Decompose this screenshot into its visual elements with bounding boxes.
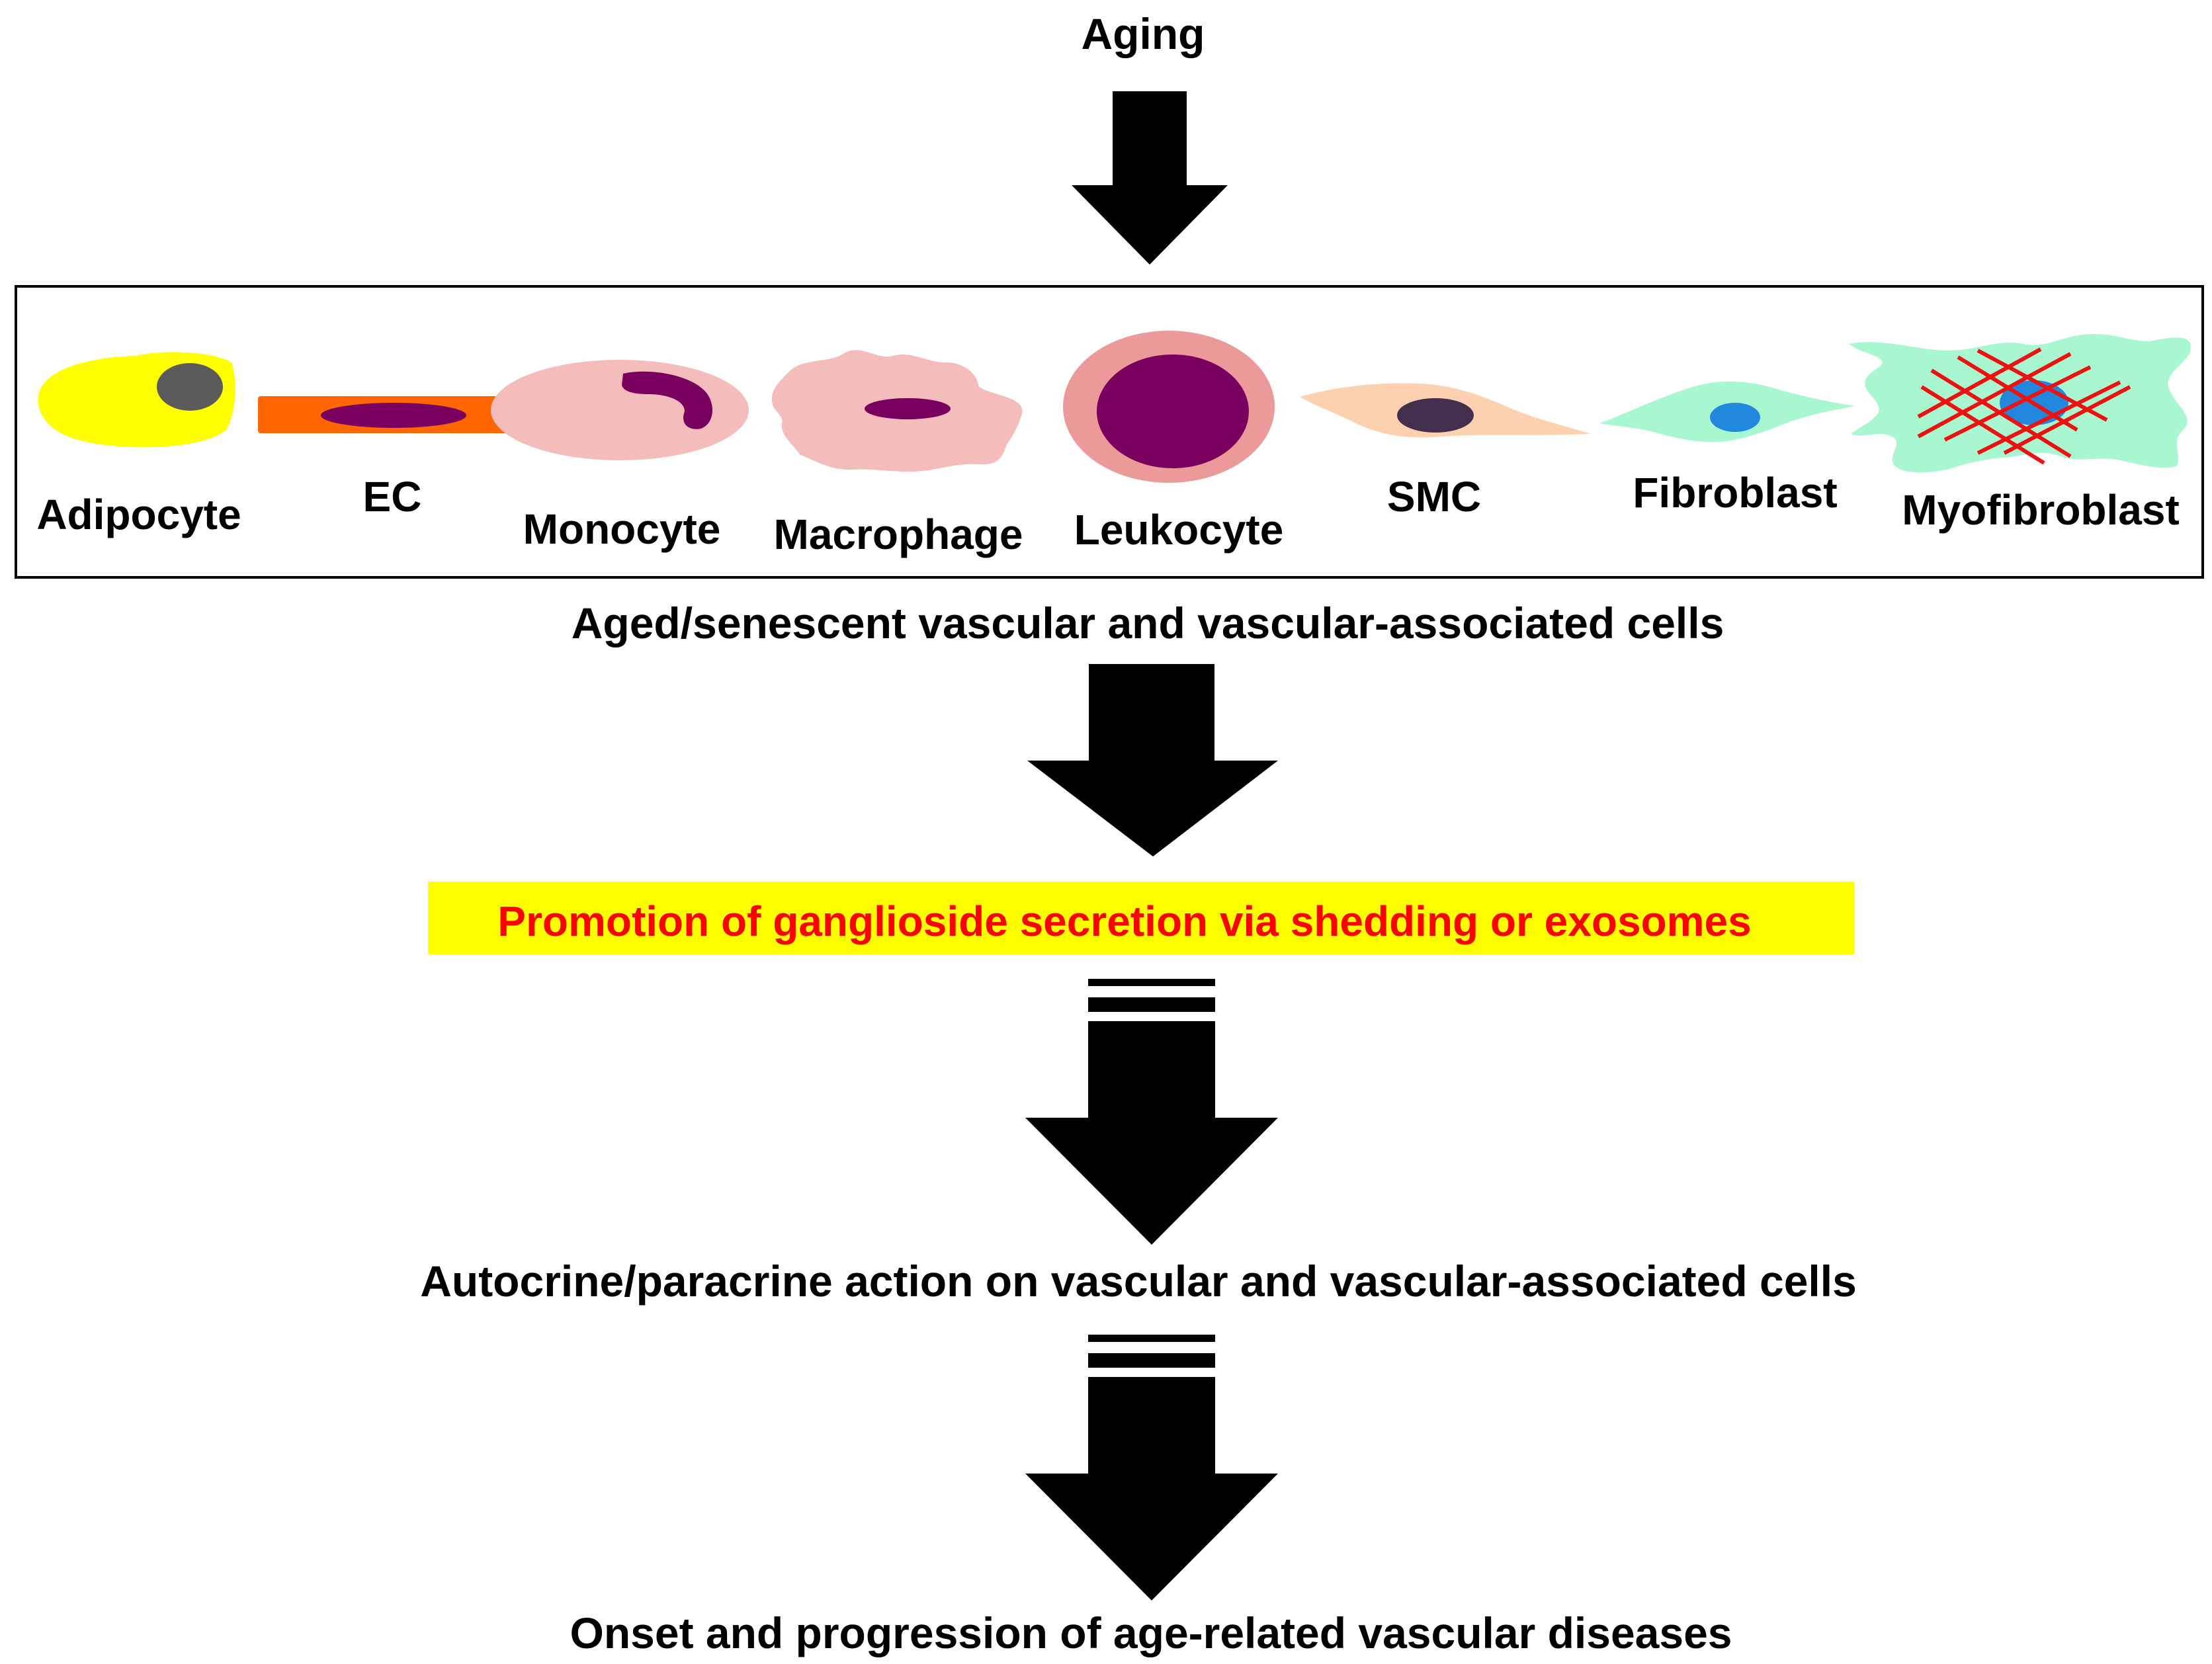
monocyte-cell <box>491 360 749 460</box>
macrophage-nucleus-shape <box>865 398 951 419</box>
monocyte-label: Monocyte <box>523 505 721 553</box>
adipocyte-label: Adipocyte <box>36 491 241 538</box>
monocyte-nucleus-shape <box>622 371 713 429</box>
myofibroblast-fibers <box>1917 347 2131 465</box>
smc-cell <box>1300 383 1591 438</box>
promotion-highlight-box <box>428 882 1854 954</box>
arrow-down-2 <box>1027 664 1278 856</box>
smc-nucleus-shape <box>1397 398 1474 433</box>
myofibroblast-label: Myofibroblast <box>1902 486 2180 534</box>
fibroblast-nucleus-shape <box>1710 403 1760 432</box>
autocrine-label: Autocrine/paracrine action on vascular a… <box>420 1257 1857 1306</box>
macrophage-cell <box>771 350 1023 472</box>
arrow-down-4 <box>1025 1335 1278 1601</box>
macrophage-label: Macrophage <box>774 511 1023 558</box>
leukocyte-cell <box>1063 331 1275 483</box>
onset-label: Onset and progression of age-related vas… <box>570 1608 1732 1657</box>
fibroblast-label: Fibroblast <box>1633 469 1837 517</box>
arrow-down-3 <box>1025 979 1278 1245</box>
promotion-label: Promotion of ganglioside secretion via s… <box>497 897 1751 945</box>
aged-cells-label: Aged/senescent vascular and vascular-ass… <box>572 599 1724 647</box>
leukocyte-inner-shape <box>1097 354 1249 468</box>
ec-label: EC <box>363 473 422 520</box>
arrow-down-1 <box>1072 91 1228 265</box>
ec-cell <box>258 396 516 433</box>
smc-label: SMC <box>1387 473 1481 520</box>
fibroblast-cell <box>1599 381 1855 442</box>
aging-label: Aging <box>1082 9 1205 58</box>
ec-nucleus-shape <box>321 403 466 428</box>
adipocyte-nucleus-shape <box>157 363 223 411</box>
myofibroblast-cell <box>1849 334 2191 473</box>
adipocyte-cell <box>38 352 235 448</box>
leukocyte-label: Leukocyte <box>1074 506 1284 554</box>
